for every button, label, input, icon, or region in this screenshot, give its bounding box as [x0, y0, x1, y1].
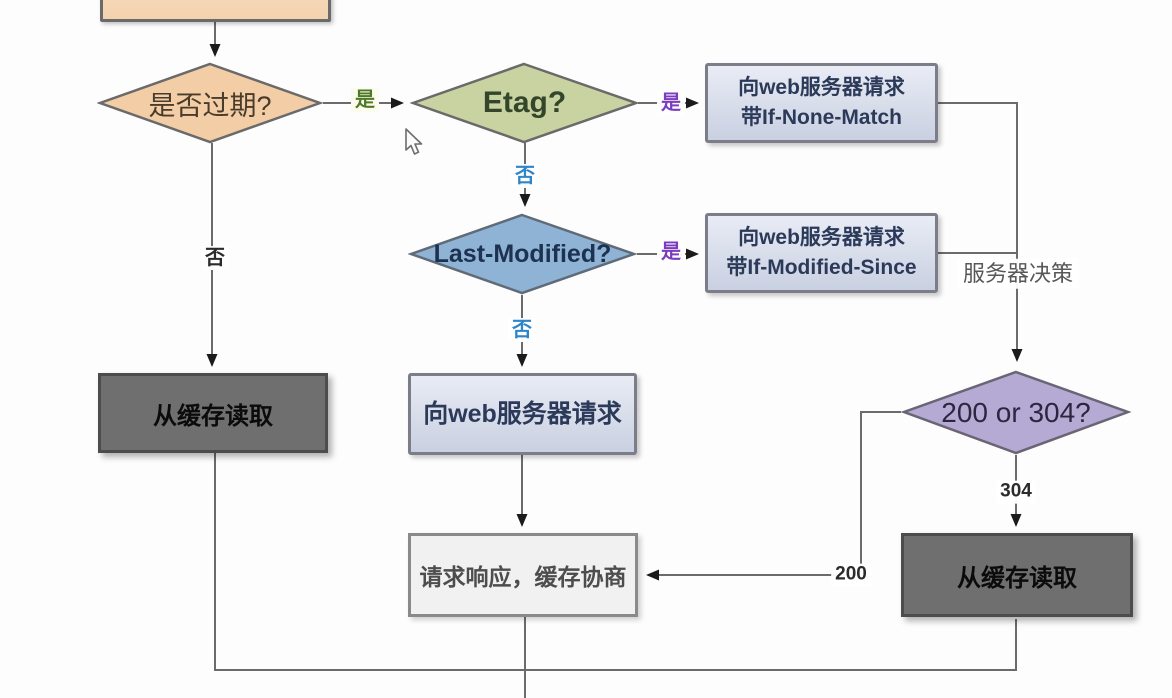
read-cache-right-box: 从缓存读取	[901, 533, 1133, 617]
last-modified-decision-label: Last-Modified?	[433, 239, 612, 268]
status-decision-label: 200 or 304?	[941, 396, 1091, 428]
edge-status-200-to-response	[646, 411, 901, 581]
etag-decision-label: Etag?	[482, 86, 567, 119]
label-expired-yes: 是	[351, 88, 379, 112]
if-modified-since-line2: 带If-Modified-Since	[726, 256, 917, 279]
edge-ifnonematch-to-status	[938, 102, 1023, 362]
label-expired-no: 否	[201, 246, 229, 270]
if-none-match-line1: 向web服务器请求	[738, 75, 905, 99]
if-none-match-line2: 带If-None-Match	[741, 106, 902, 129]
label-last-modified-no: 否	[508, 318, 536, 342]
label-server-decision: 服务器决策	[956, 258, 1080, 290]
if-none-match-box: 向web服务器请求 带If-None-Match	[705, 63, 938, 143]
top-box-partial	[100, 0, 331, 22]
edge-bottom-join	[214, 453, 1017, 671]
mouse-cursor-icon	[405, 128, 423, 155]
expired-decision-diamond: 是否过期?	[97, 62, 323, 144]
expired-decision-label: 是否过期?	[148, 90, 272, 121]
last-modified-decision-diamond: Last-Modified?	[408, 213, 637, 295]
label-etag-yes: 是	[657, 91, 685, 115]
label-status-200: 200	[831, 563, 871, 587]
request-server-box: 向web服务器请求	[408, 373, 637, 455]
label-last-modified-yes: 是	[657, 240, 685, 264]
read-cache-left-box: 从缓存读取	[98, 373, 328, 453]
etag-decision-diamond: Etag?	[410, 62, 639, 144]
if-modified-since-line1: 向web服务器请求	[738, 225, 905, 249]
response-box: 请求响应，缓存协商	[408, 533, 638, 617]
status-decision-diamond: 200 or 304?	[901, 370, 1131, 455]
label-status-304: 304	[996, 480, 1036, 504]
if-modified-since-box: 向web服务器请求 带If-Modified-Since	[705, 213, 938, 293]
label-etag-no: 否	[511, 164, 539, 188]
